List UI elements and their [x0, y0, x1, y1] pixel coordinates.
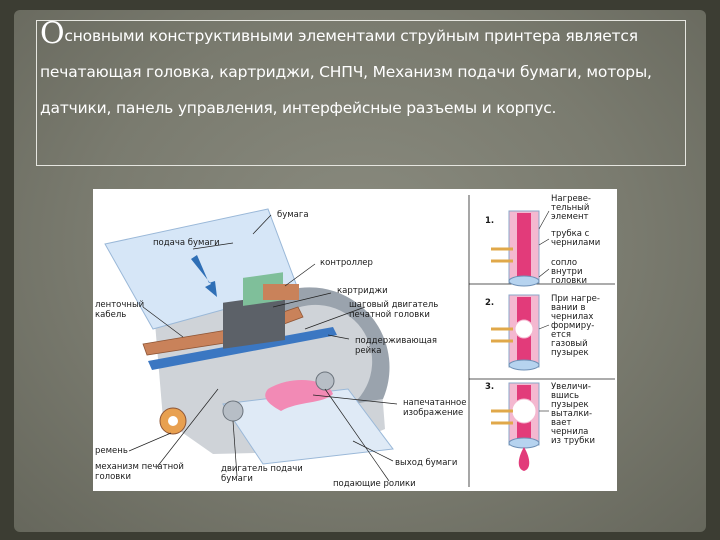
label-nozzle: сопло внутри головки [551, 258, 587, 286]
intro-line-1: сновными конструктивными элементами стру… [64, 27, 637, 45]
label-paper-feed: подача бумаги [153, 238, 220, 248]
label-feed-motor-1: двигатель подачи [221, 464, 303, 474]
feed-roller-2 [316, 372, 334, 390]
label-support-rail-1: поддерживающая [355, 336, 437, 346]
tube-3-bubble [512, 399, 536, 423]
ink-droplet [519, 447, 530, 471]
label-head-mech-2: головки [95, 472, 131, 482]
label-stepper-2: печатной головки [349, 310, 430, 320]
tube-1-nozzle [509, 276, 539, 286]
label-ribbon-cable-1: ленточный [95, 300, 144, 310]
label-controller: контроллер [320, 258, 373, 268]
label-head-mech-1: механизм печатной [95, 462, 184, 472]
feed-roller-1 [223, 401, 243, 421]
label-ink-tube: трубка с чернилами [551, 229, 600, 248]
tube-1-ink [517, 213, 531, 279]
tube-3-nozzle [509, 438, 539, 448]
printer-diagram-svg: бумага подача бумаги контроллер картридж… [93, 189, 617, 491]
belt-roller-hub [168, 416, 178, 426]
label-printed-image-1: напечатанное [403, 398, 467, 408]
intro-line-2: печатающая головка, картриджи, СНПЧ, Мех… [40, 63, 652, 81]
label-support-rail-2: рейка [355, 346, 382, 356]
label-ribbon-cable-2: кабель [95, 310, 126, 320]
tube-2-bubble [515, 320, 533, 338]
label-cartridges: картриджи [337, 286, 388, 296]
step-2-number: 2. [485, 298, 494, 308]
label-heater: Нагреве- тельный элемент [551, 194, 594, 222]
label-bubble-push: Увеличи- вшись пузырек выталки- вает чер… [551, 382, 595, 446]
label-bubble-form: При нагре- вании в чернилах формиру- етс… [551, 294, 603, 358]
intro-paragraph: Основными конструктивными элементами стр… [40, 18, 688, 126]
label-printed-image-2: изображение [403, 408, 463, 418]
label-paper: бумага [277, 210, 309, 220]
label-feed-motor-2: бумаги [221, 474, 253, 484]
label-stepper-1: шаговый двигатель [349, 300, 438, 310]
label-feed-rollers: подающие ролики [333, 479, 416, 489]
intro-line-3: датчики, панель управления, интерфейсные… [40, 99, 556, 117]
drop-capital: О [40, 16, 64, 51]
controller-board [263, 284, 299, 300]
label-belt: ремень [95, 446, 128, 456]
step-1-number: 1. [485, 216, 494, 226]
step-3-number: 3. [485, 382, 494, 392]
tube-2-nozzle [509, 360, 539, 370]
label-paper-exit: выход бумаги [395, 458, 457, 468]
printer-diagram: бумага подача бумаги контроллер картридж… [93, 189, 617, 491]
